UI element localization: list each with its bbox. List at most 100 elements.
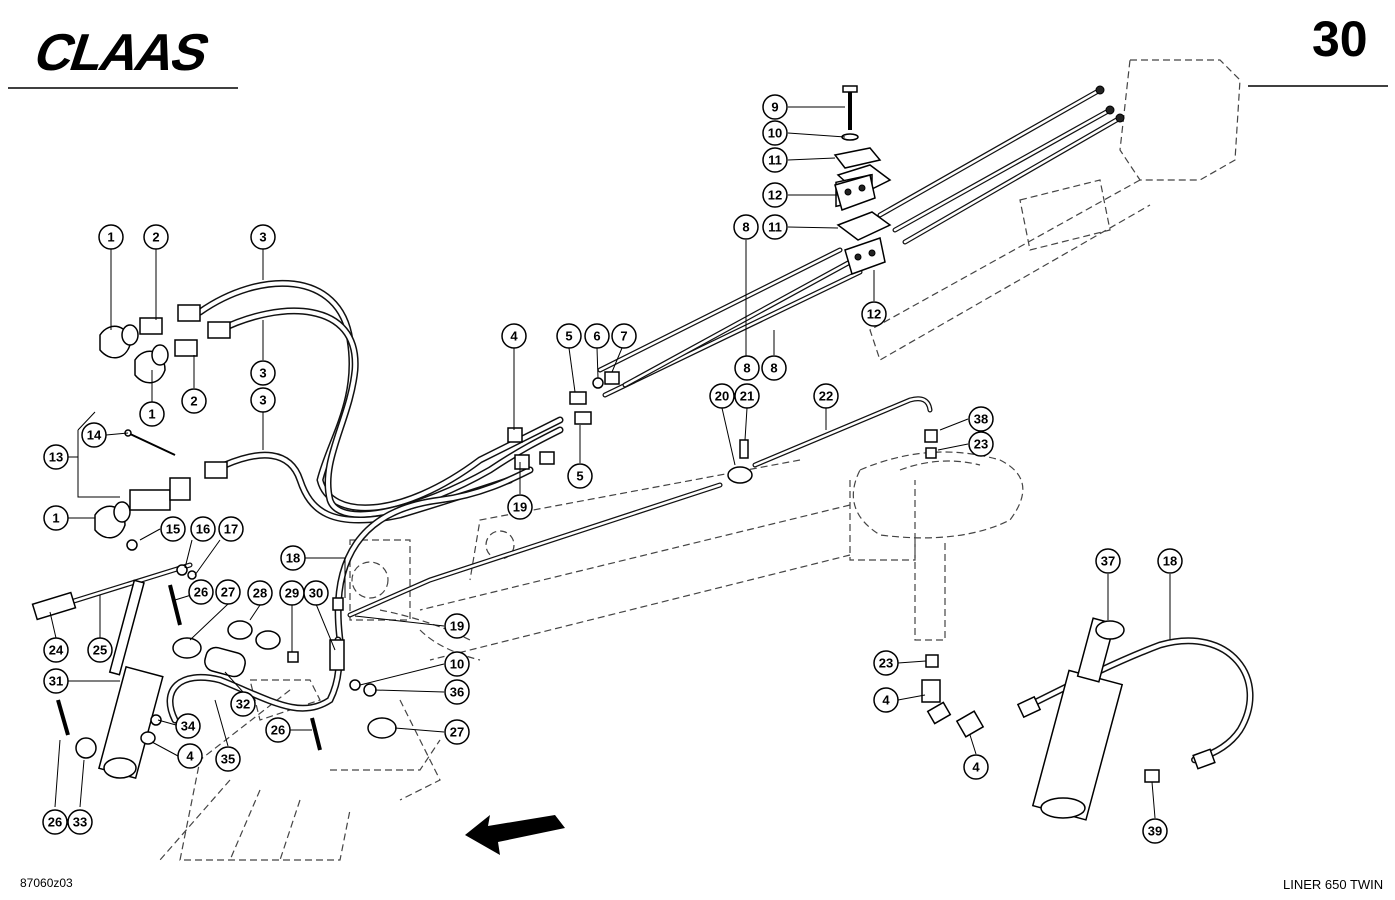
callout-7: 7 [611, 323, 637, 349]
callout-10: 10 [444, 651, 470, 677]
callout-20: 20 [709, 383, 735, 409]
callout-39: 39 [1142, 818, 1168, 844]
drawing-code: 87060z03 [20, 876, 73, 890]
svg-text:15: 15 [166, 522, 180, 537]
svg-text:4: 4 [972, 760, 980, 775]
callout-3: 3 [250, 360, 276, 386]
machine-frame-ghost [159, 59, 1241, 861]
callout-1: 1 [139, 401, 165, 427]
svg-text:37: 37 [1101, 554, 1115, 569]
svg-text:16: 16 [196, 522, 210, 537]
svg-text:18: 18 [1163, 554, 1177, 569]
svg-text:20: 20 [715, 389, 729, 404]
hydraulic-hoses [166, 279, 1254, 764]
callout-17: 17 [218, 516, 244, 542]
callout-6: 6 [584, 323, 610, 349]
callout-21: 21 [734, 383, 760, 409]
page-number: 30 [1312, 11, 1368, 67]
callout-11: 11 [762, 147, 788, 173]
svg-text:39: 39 [1148, 824, 1162, 839]
callout-32: 32 [230, 691, 256, 717]
svg-text:23: 23 [879, 656, 893, 671]
svg-text:27: 27 [221, 585, 235, 600]
callout-27: 27 [444, 719, 470, 745]
callout-26: 26 [42, 809, 68, 835]
callout-38: 38 [968, 406, 994, 432]
callout-24: 24 [43, 637, 69, 663]
callout-23: 23 [873, 650, 899, 676]
svg-text:35: 35 [221, 752, 235, 767]
callout-18: 18 [280, 545, 306, 571]
callout-13: 13 [43, 444, 69, 470]
svg-text:26: 26 [271, 723, 285, 738]
svg-text:5: 5 [565, 329, 572, 344]
svg-text:4: 4 [510, 329, 518, 344]
callout-2: 2 [143, 224, 169, 250]
svg-text:26: 26 [194, 585, 208, 600]
callout-26: 26 [265, 717, 291, 743]
svg-text:14: 14 [87, 428, 102, 443]
svg-text:30: 30 [309, 586, 323, 601]
callout-19: 19 [507, 494, 533, 520]
callout-4: 4 [177, 743, 203, 769]
callout-22: 22 [813, 383, 839, 409]
svg-text:12: 12 [867, 307, 881, 322]
svg-text:22: 22 [819, 389, 833, 404]
svg-text:33: 33 [73, 815, 87, 830]
svg-text:1: 1 [107, 230, 114, 245]
callout-30: 30 [303, 580, 329, 606]
svg-text:4: 4 [186, 749, 194, 764]
svg-text:3: 3 [259, 366, 266, 381]
svg-text:31: 31 [49, 674, 63, 689]
svg-text:13: 13 [49, 450, 63, 465]
callout-23: 23 [968, 431, 994, 457]
callout-34: 34 [175, 713, 201, 739]
svg-text:19: 19 [450, 619, 464, 634]
callout-4: 4 [963, 754, 989, 780]
callout-5: 5 [556, 323, 582, 349]
callout-15: 15 [160, 516, 186, 542]
svg-text:36: 36 [450, 685, 464, 700]
callout-12: 12 [762, 182, 788, 208]
svg-text:29: 29 [285, 586, 299, 601]
callout-1: 1 [43, 505, 69, 531]
svg-text:CLAAS: CLAAS [27, 24, 215, 82]
svg-text:10: 10 [768, 126, 782, 141]
svg-text:7: 7 [620, 329, 627, 344]
svg-text:4: 4 [882, 693, 890, 708]
callout-16: 16 [190, 516, 216, 542]
svg-text:1: 1 [148, 407, 155, 422]
callout-25: 25 [87, 637, 113, 663]
brand-logo: CLAAS [27, 24, 215, 82]
svg-text:32: 32 [236, 697, 250, 712]
callout-14: 14 [81, 422, 107, 448]
callout-35: 35 [215, 746, 241, 772]
callout-11: 11 [762, 214, 788, 240]
callout-9: 9 [762, 94, 788, 120]
fittings [56, 371, 1216, 783]
svg-text:10: 10 [450, 657, 464, 672]
callout-33: 33 [67, 809, 93, 835]
callout-2: 2 [181, 388, 207, 414]
svg-text:8: 8 [742, 220, 749, 235]
svg-text:17: 17 [224, 522, 238, 537]
svg-text:1: 1 [52, 511, 59, 526]
callout-31: 31 [43, 668, 69, 694]
svg-text:38: 38 [974, 412, 988, 427]
svg-text:3: 3 [259, 230, 266, 245]
direction-arrow [465, 815, 565, 855]
callout-29: 29 [279, 580, 305, 606]
svg-text:23: 23 [974, 437, 988, 452]
svg-text:8: 8 [770, 361, 777, 376]
callout-12: 12 [861, 301, 887, 327]
callout-leaders [49, 106, 1171, 819]
hydraulic-cylinders [98, 579, 1125, 821]
svg-text:34: 34 [181, 719, 196, 734]
steel-pipes-upper [597, 85, 1125, 398]
svg-text:11: 11 [768, 153, 782, 168]
svg-text:18: 18 [286, 551, 300, 566]
callout-8: 8 [734, 355, 760, 381]
callout-27: 27 [215, 579, 241, 605]
callout-5: 5 [567, 463, 593, 489]
steel-pipes-lower [31, 396, 933, 621]
